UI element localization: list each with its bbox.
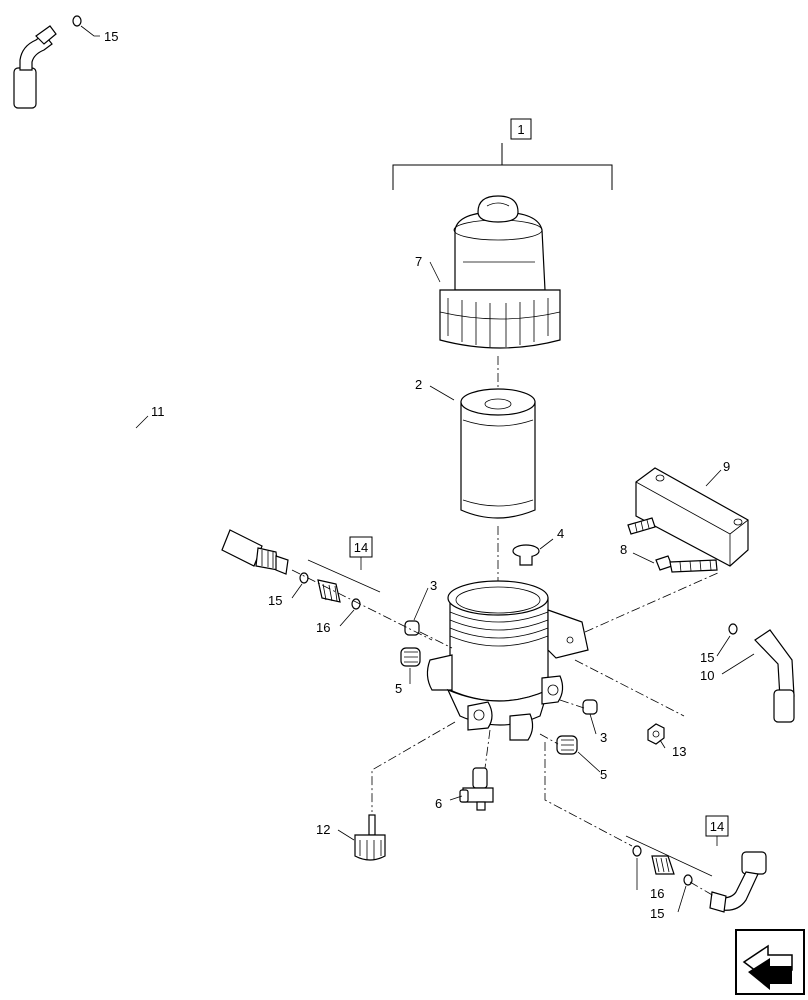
next-page-arrow-icon[interactable] (735, 929, 805, 995)
adapter-fitting-left (317, 579, 341, 603)
fuel-hose-10 (709, 629, 795, 913)
group-14-right-bracket (625, 835, 713, 877)
callout-13[interactable]: 13 (672, 744, 686, 759)
callout-5-right[interactable]: 5 (600, 767, 607, 782)
callout-15-top[interactable]: 15 (104, 29, 118, 44)
fitting-12 (354, 814, 386, 861)
callout-4[interactable]: 4 (557, 526, 564, 541)
callout-11[interactable]: 11 (151, 404, 165, 419)
leader-lines (80, 25, 755, 913)
assembly-lines (291, 569, 721, 897)
plug-3-right (582, 699, 598, 715)
fuel-hose-11 (13, 25, 289, 575)
oring-16-right (632, 845, 642, 857)
filter-housing (426, 580, 589, 741)
oring-15-left (299, 572, 309, 584)
callout-7[interactable]: 7 (415, 254, 422, 269)
plug-4 (512, 544, 540, 566)
drain-valve-6 (459, 767, 494, 811)
svg-text:1: 1 (517, 122, 524, 137)
callout-15-right-bottom[interactable]: 15 (650, 906, 664, 921)
callout-8[interactable]: 8 (620, 542, 627, 557)
callout-15-left[interactable]: 15 (268, 593, 282, 608)
svg-text:14: 14 (354, 540, 368, 555)
svg-text:14: 14 (710, 819, 724, 834)
callout-14-left[interactable]: 14 (349, 536, 373, 558)
nut-13 (647, 723, 665, 745)
callout-14-right[interactable]: 14 (705, 815, 729, 837)
plug-5-right (556, 735, 578, 755)
callout-12[interactable]: 12 (316, 822, 330, 837)
mounting-bracket (635, 467, 749, 567)
callout-3-left[interactable]: 3 (430, 578, 437, 593)
filter-element (460, 388, 536, 519)
assembly-bracket (392, 143, 613, 190)
callout-5-left[interactable]: 5 (395, 681, 402, 696)
oring-15-right-top (728, 623, 738, 635)
filter-cap (439, 195, 561, 349)
callout-16-right[interactable]: 16 (650, 886, 664, 901)
group-14-left-bracket (307, 559, 381, 593)
callout-15-right-top[interactable]: 15 (700, 650, 714, 665)
adapter-fitting-right (651, 855, 675, 875)
callout-1[interactable]: 1 (510, 118, 532, 140)
callout-2[interactable]: 2 (415, 377, 422, 392)
callout-16-left[interactable]: 16 (316, 620, 330, 635)
callout-3-right[interactable]: 3 (600, 730, 607, 745)
oring-15-top (72, 15, 82, 27)
plug-5-left (400, 647, 421, 667)
callout-6[interactable]: 6 (435, 796, 442, 811)
bolts-8 (627, 517, 718, 573)
callout-10[interactable]: 10 (700, 668, 714, 683)
callout-9[interactable]: 9 (723, 459, 730, 474)
oring-15-right-bottom (683, 874, 693, 886)
plug-3-left (404, 620, 420, 636)
